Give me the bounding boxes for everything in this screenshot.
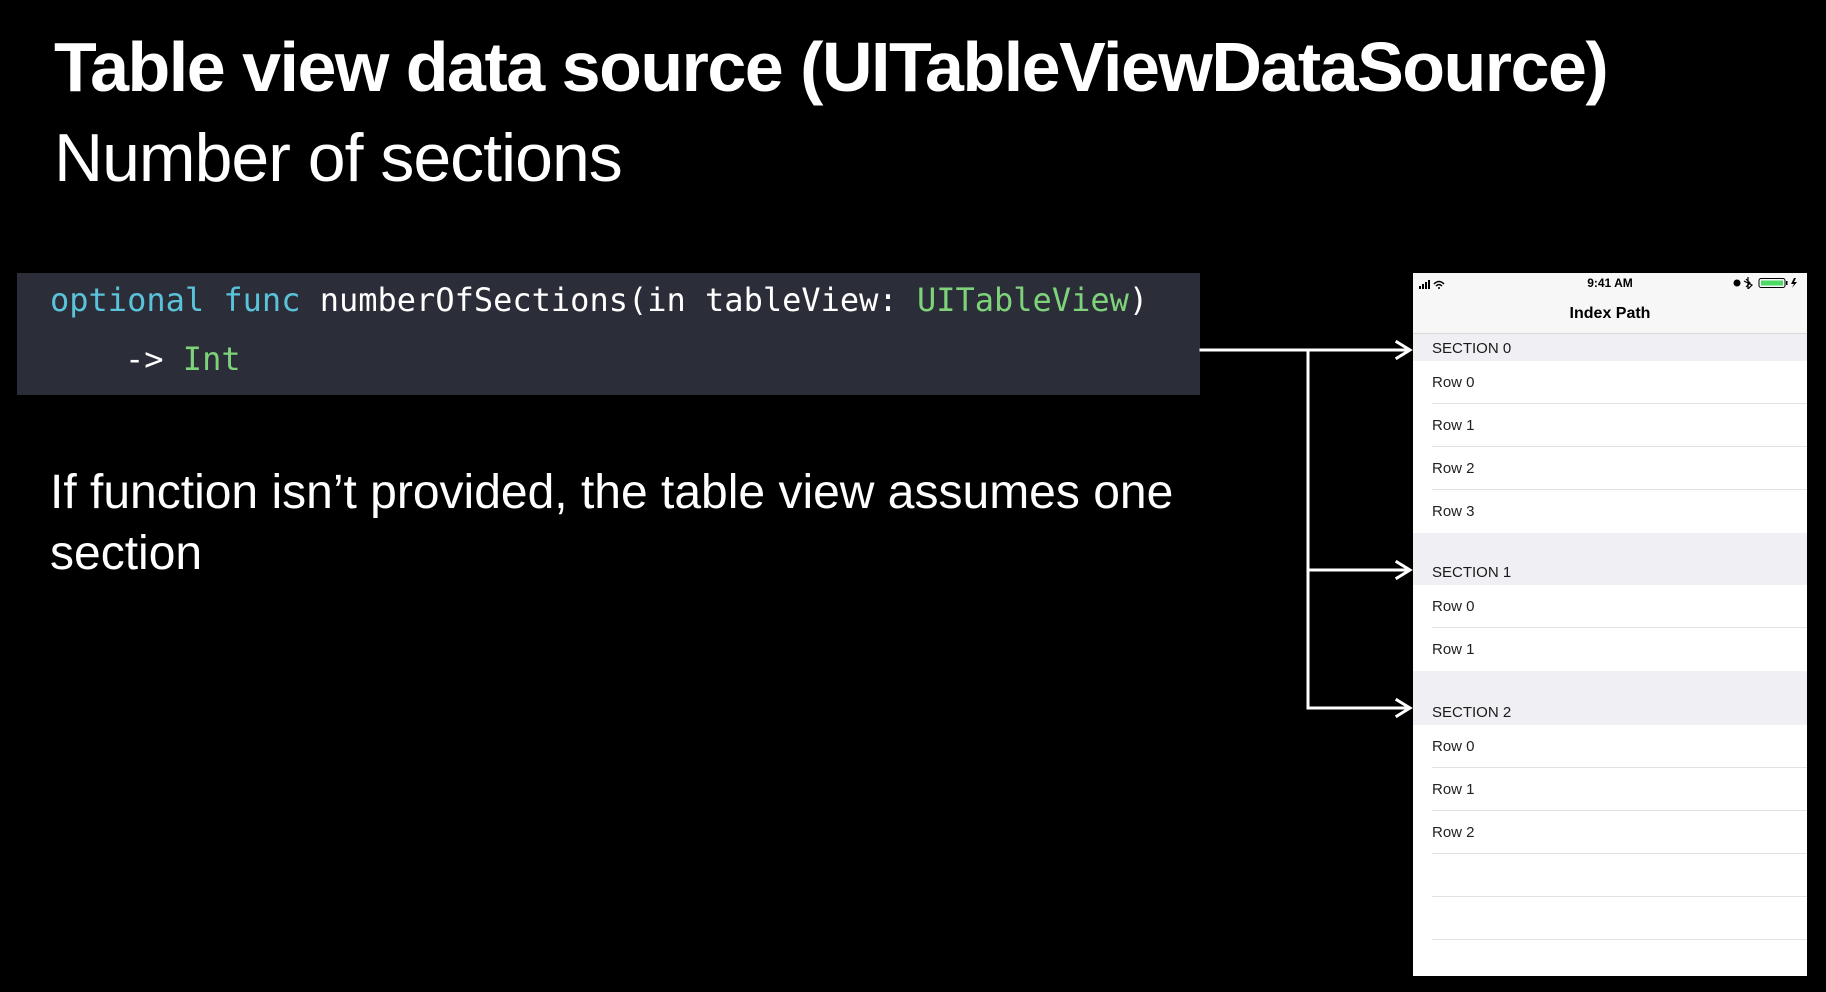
signal-wifi-icon xyxy=(1419,280,1445,289)
section-header-label: SECTION 2 xyxy=(1432,704,1512,721)
code-close-paren: ) xyxy=(1128,281,1149,319)
slide-title: Table view data source (UITableViewDataS… xyxy=(54,28,1609,106)
section-header-2: SECTION 2 xyxy=(1413,671,1807,725)
code-keyword-func: func xyxy=(223,281,301,319)
code-line-2: -> Int xyxy=(125,339,241,379)
arrowhead-section-2 xyxy=(1394,697,1413,719)
slide-subtitle: Number of sections xyxy=(54,120,623,196)
battery-icon xyxy=(1733,277,1797,289)
section-header-0: SECTION 0 xyxy=(1413,334,1807,361)
nav-title: Index Path xyxy=(1569,305,1651,322)
row-label: Row 1 xyxy=(1432,417,1475,434)
row-label: Row 1 xyxy=(1432,641,1475,658)
table-row[interactable]: Row 1 xyxy=(1413,628,1807,671)
code-block: optional func numberOfSections(in tableV… xyxy=(17,273,1200,395)
section-header-label: SECTION 1 xyxy=(1432,564,1512,581)
table-row[interactable]: Row 1 xyxy=(1413,768,1807,811)
empty-row xyxy=(1413,854,1807,897)
code-function-signature: numberOfSections(in tableView: xyxy=(319,281,898,319)
status-bar: 9:41 AM xyxy=(1413,273,1807,293)
arrowhead-section-0 xyxy=(1394,339,1413,361)
table-row[interactable]: Row 0 xyxy=(1413,585,1807,628)
code-return-arrow: -> xyxy=(125,340,164,378)
row-label: Row 1 xyxy=(1432,781,1475,798)
row-label: Row 0 xyxy=(1432,598,1475,615)
code-keyword-optional: optional xyxy=(50,281,205,319)
table-row[interactable]: Row 0 xyxy=(1413,361,1807,404)
row-label: Row 0 xyxy=(1432,374,1475,391)
section-header-label: SECTION 0 xyxy=(1432,340,1512,357)
table-row[interactable]: Row 2 xyxy=(1413,811,1807,854)
navigation-bar: Index Path xyxy=(1413,293,1807,334)
arrowhead-section-1 xyxy=(1394,559,1413,581)
table-row[interactable]: Row 1 xyxy=(1413,404,1807,447)
row-label: Row 3 xyxy=(1432,503,1475,520)
status-time: 9:41 AM xyxy=(1587,276,1633,290)
table-row[interactable]: Row 0 xyxy=(1413,725,1807,768)
phone-mockup: 9:41 AM Index Path SECTION 0 Row 0 Row 1… xyxy=(1413,273,1807,976)
code-type-int: Int xyxy=(182,340,241,378)
section-header-1: SECTION 1 xyxy=(1413,533,1807,585)
table-row[interactable]: Row 3 xyxy=(1413,490,1807,533)
row-label: Row 2 xyxy=(1432,824,1475,841)
slide-note: If function isn’t provided, the table vi… xyxy=(50,466,1174,580)
table-row[interactable]: Row 2 xyxy=(1413,447,1807,490)
row-label: Row 2 xyxy=(1432,460,1475,477)
code-type-uitableview: UITableView xyxy=(916,281,1129,319)
code-line-1: optional func numberOfSections(in tableV… xyxy=(50,280,1148,320)
empty-row xyxy=(1413,897,1807,940)
row-label: Row 0 xyxy=(1432,738,1475,755)
